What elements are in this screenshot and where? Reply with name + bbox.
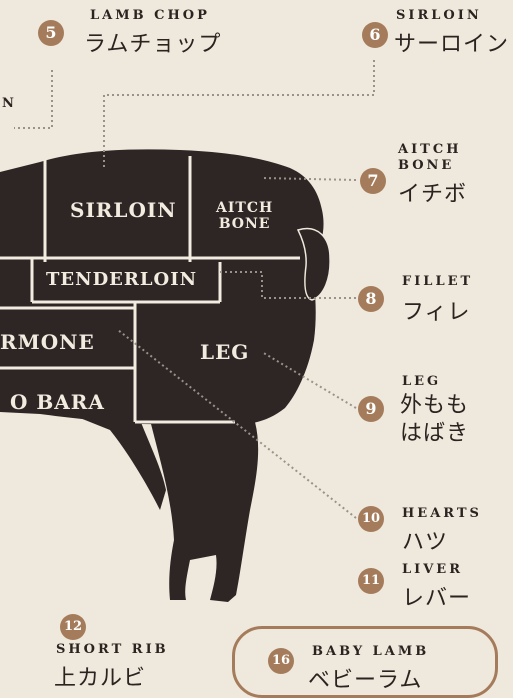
callout-en-baby-lamb: BABY LAMB xyxy=(312,644,429,659)
cut-label-sirloin: SIRLOIN xyxy=(70,198,177,222)
cut-label-o-bara: O BARA xyxy=(10,390,105,414)
callout-number-12: 12 xyxy=(60,614,86,640)
callout-jp-baby-lamb: ベビーラム xyxy=(308,662,422,694)
callout-en-hearts: HEARTS xyxy=(402,506,482,521)
callout-en-fillet: FILLET xyxy=(402,274,473,289)
callout-number-6: 6 xyxy=(362,22,388,48)
callout-en-lamb-chop: LAMB CHOP xyxy=(90,8,210,23)
callout-number-10: 10 xyxy=(358,506,384,532)
callout-number-16: 16 xyxy=(268,648,294,674)
callout-number-5: 5 xyxy=(38,20,64,46)
left-edge-label-fragment: N xyxy=(2,96,14,111)
callout-en-leg: LEG xyxy=(402,374,441,389)
callout-jp-lamb-chop: ラムチョップ xyxy=(84,26,221,58)
callout-en-sirloin: SIRLOIN xyxy=(396,8,482,23)
callout-en-short-rib: SHORT RIB xyxy=(56,642,169,657)
callout-jp-hearts: ハツ xyxy=(402,524,448,556)
callout-jp-leg: 外もも はばき xyxy=(400,392,469,448)
callout-number-9: 9 xyxy=(358,396,384,422)
cut-label-tenderloin: TENDERLOIN xyxy=(46,269,197,290)
callout-jp-sirloin: サーロイン xyxy=(394,26,509,58)
callout-jp-short-rib: 上カルビ xyxy=(54,660,146,692)
callout-number-8: 8 xyxy=(358,286,384,312)
callout-jp-fillet: フィレ xyxy=(402,294,471,326)
callout-jp-liver: レバー xyxy=(402,580,471,612)
cut-label-leg: LEG xyxy=(200,340,249,364)
cut-label-aitch-bone: AITCH BONE xyxy=(216,200,273,232)
callout-number-7: 7 xyxy=(360,168,386,194)
callout-jp-aitch-bone: イチボ xyxy=(398,176,467,208)
callout-en-liver: LIVER xyxy=(402,562,463,577)
cut-label-rmone: RMONE xyxy=(0,330,95,354)
callout-number-11: 11 xyxy=(358,568,384,594)
lamb-hind-leg xyxy=(150,420,258,602)
callout-en-aitch-bone: AITCH BONE xyxy=(398,142,461,174)
